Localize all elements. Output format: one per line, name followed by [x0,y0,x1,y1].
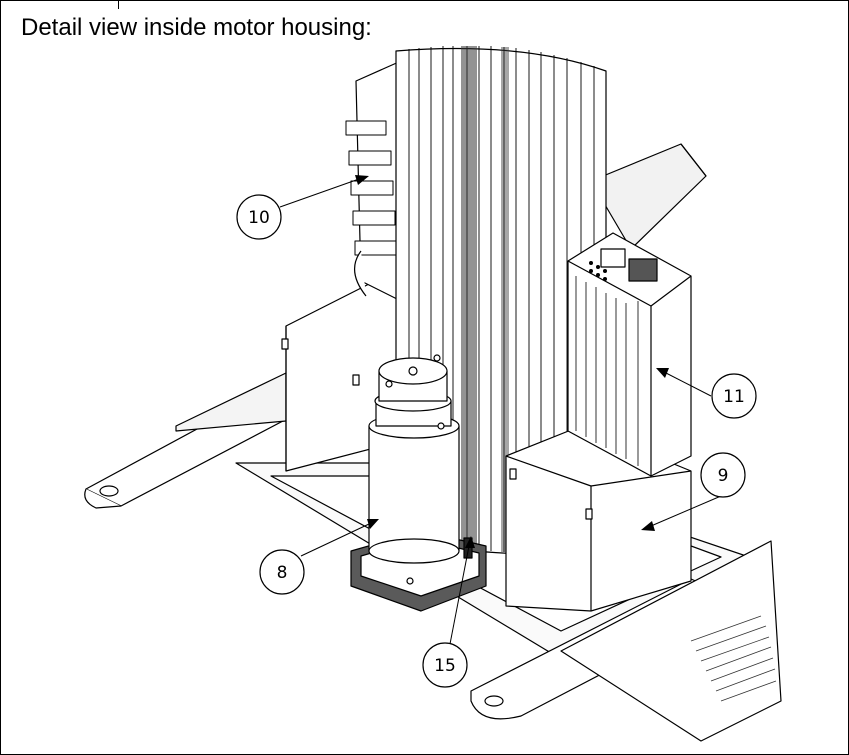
callout-9-label: 9 [718,466,729,486]
callout-8-label: 8 [277,563,288,583]
controller-unit [567,232,692,477]
callout-11-label: 11 [723,387,745,407]
callout-arrowheads [355,175,669,548]
page-title: Detail view inside motor housing: [21,14,372,41]
callout-10: 10 [236,194,282,240]
rear-beam [590,143,707,250]
callout-15-label: 15 [434,656,456,676]
top-tick-mark [118,1,119,9]
callout-9: 9 [700,452,746,498]
callout-leaders [279,178,722,645]
fan-unit [345,60,402,302]
callout-8: 8 [259,549,305,595]
right-fork [470,540,782,742]
callout-10-label: 10 [248,208,270,228]
callout-15: 15 [422,642,468,688]
callout-11: 11 [711,373,757,419]
motor [350,354,487,612]
